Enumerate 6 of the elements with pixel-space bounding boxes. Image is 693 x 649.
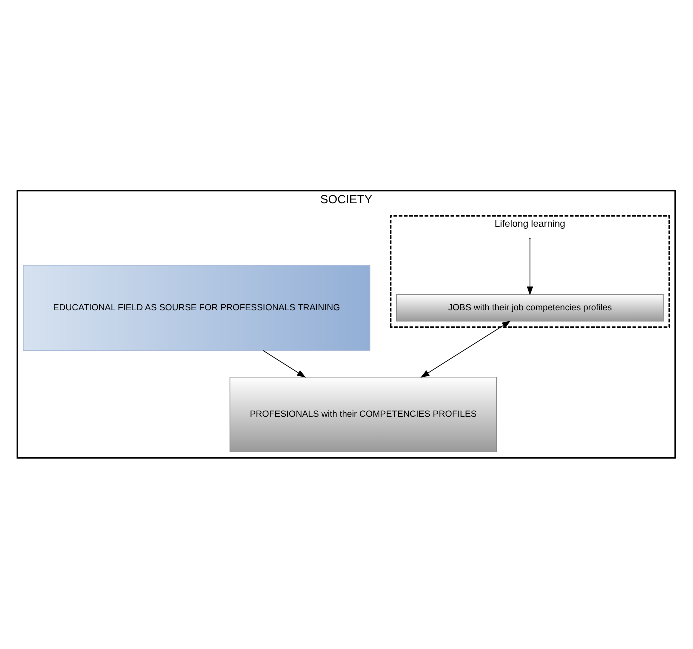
node-box: JOBS with their job competencies profiles <box>396 294 664 322</box>
arrow <box>420 320 512 378</box>
arrow <box>262 350 306 378</box>
arrow <box>527 238 534 296</box>
node-box: EDUCATIONAL FIELD AS SOURSE FOR PROFESSIONALS TRAINING <box>23 265 371 352</box>
node-box: PROFESIONALS with their COMPETENCIES PROFILES <box>230 377 498 453</box>
